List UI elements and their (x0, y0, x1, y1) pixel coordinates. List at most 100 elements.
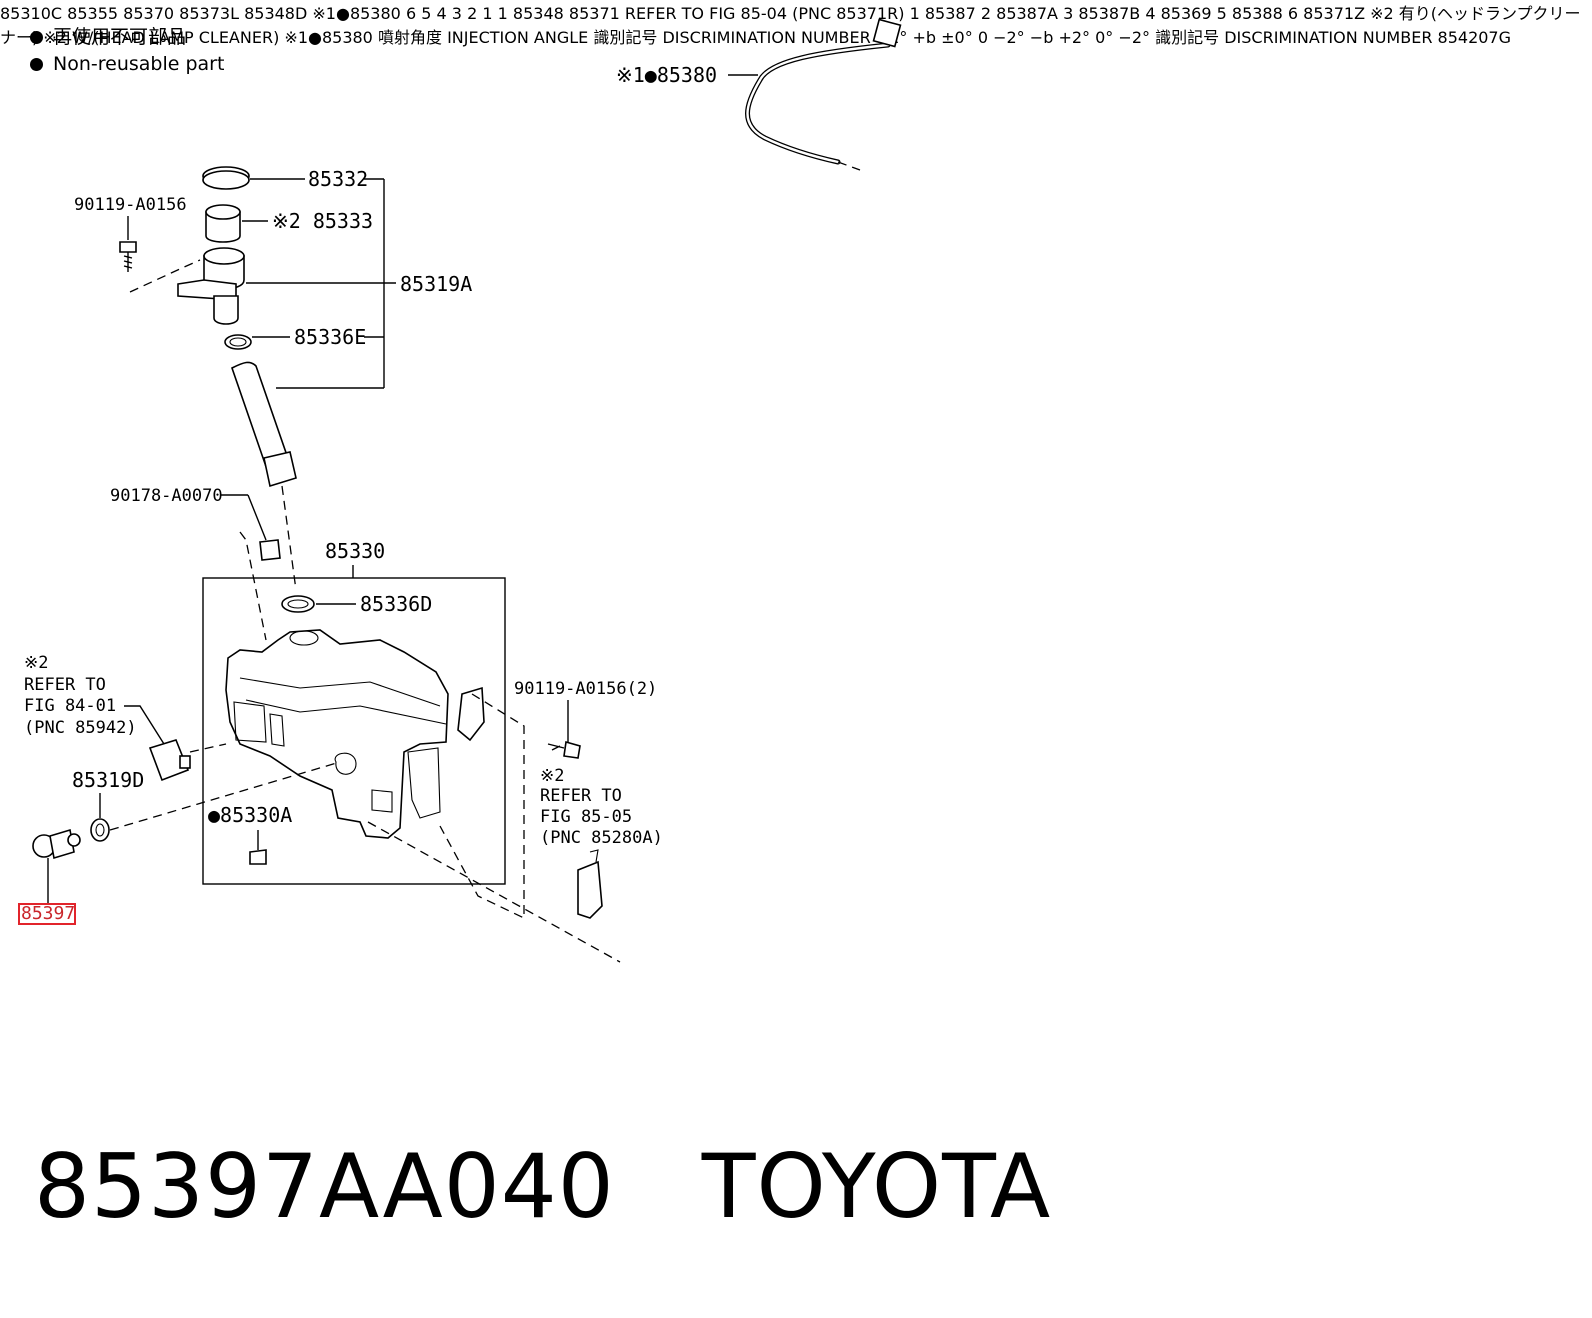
callout-1b: 1 (497, 4, 508, 23)
strainer-85333 (205, 204, 241, 243)
legend: 再使用不可部品 Non-reusable part (30, 24, 224, 78)
label-90119-a: 90119-A0156 (74, 195, 187, 215)
row3-code: −b (1029, 28, 1054, 47)
ref1-fig[interactable]: FIG 84-01 (24, 696, 116, 716)
callout-6: 6 (405, 4, 417, 23)
variant-2: 2 85387A (980, 4, 1058, 23)
label-85387: 85387 (924, 4, 976, 23)
label-85380-top: ※1●85380 (616, 63, 717, 87)
grommet-85319D (90, 818, 110, 842)
callout-4: 4 (436, 4, 447, 23)
part-85397-image (32, 828, 81, 860)
pump-bracket (577, 849, 603, 919)
filler-neck-85319A (177, 247, 245, 325)
angle-zero-label: 0° (1095, 28, 1114, 47)
label-85333: ※2 85333 (272, 209, 373, 233)
variant-5: 5 85388 (1216, 4, 1283, 23)
variant-3: 3 85387B (1063, 4, 1141, 23)
col-angle-en: INJECTION (447, 28, 529, 47)
label-90119-b: 90119-A0156(2) (514, 679, 657, 699)
label-85319A: 85319A (400, 272, 472, 296)
part-number: 85397AA040 (34, 1135, 615, 1238)
angle-plus-label: +2° (1058, 28, 1091, 47)
figure-code: 854207G (1437, 28, 1512, 47)
label-85371: 85371 (568, 4, 620, 23)
part-title: 85397AA040 TOYOTA (34, 1135, 1051, 1238)
col-code-en-2: NUMBER (801, 28, 871, 47)
note-jp: ※2 有り(ヘッドランプクリーナー) (0, 4, 1581, 47)
row3-angle: −2° (993, 28, 1025, 47)
bullet-icon (30, 31, 43, 44)
label-85370: 85370 (123, 4, 175, 23)
callout-5: 5 (421, 4, 432, 23)
ref2-pnc[interactable]: (PNC 85280A) (540, 828, 663, 848)
ref1-pnc[interactable]: (PNC 85942) (24, 718, 137, 738)
ref2-mark: ※2 (540, 766, 564, 786)
label-85330: 85330 (325, 539, 385, 563)
label-85348D: 85348D (244, 4, 308, 23)
washer-tank-85330 (225, 629, 485, 839)
seal-85336D (281, 595, 315, 613)
bolt-90119-b (547, 740, 581, 759)
ref2-refer[interactable]: REFER TO (540, 786, 622, 806)
ref3-refer[interactable]: REFER TO (624, 4, 705, 23)
label-85373L: 85373L (179, 4, 239, 23)
bullet-icon (30, 58, 43, 71)
reservoir-cap-85332 (202, 166, 250, 190)
variant-4: 4 85369 (1145, 4, 1212, 23)
nozzle-spec-table: ※1●85380 噴射角度 INJECTION ANGLE 識別記号 DISCR… (284, 28, 1437, 47)
ref2-fig[interactable]: FIG 85-05 (540, 807, 632, 827)
highlight-85397[interactable] (18, 903, 76, 925)
label-85310C: 85310C (0, 4, 63, 23)
col-angle-jp: 噴射角度 (377, 28, 442, 47)
table-title: ※1●85380 (284, 28, 373, 47)
note-en: ※2 W/(HEAD LAMP CLEANER) (43, 28, 280, 47)
callout-3: 3 (451, 4, 462, 23)
label-85319D: 85319D (72, 768, 144, 792)
bolt-90119-a (119, 216, 137, 272)
label-85355: 85355 (67, 4, 119, 23)
row1-code: +b (912, 28, 937, 47)
ref3-pnc[interactable]: (PNC 85371R) (792, 4, 905, 23)
callout-2: 2 (467, 4, 478, 23)
row2-code: 0 (977, 28, 988, 47)
tank-frame (202, 577, 506, 885)
o-ring-85336E (224, 334, 252, 350)
row2-angle: ±0° (941, 28, 973, 47)
label-85330A: ●85330A (208, 803, 292, 827)
label-85336E: 85336E (294, 325, 366, 349)
variant-6: 6 85371Z (1287, 4, 1366, 23)
label-85380-mid: ※1●85380 (312, 4, 401, 23)
label-85332: 85332 (308, 167, 368, 191)
label-85371Z: 85371Z (1303, 4, 1366, 23)
label-85388: 85388 (1231, 4, 1283, 23)
col-code-en: DISCRIMINATION (662, 28, 796, 47)
ref1-mark: ※2 (24, 653, 48, 673)
variant-1: 1 85387 (909, 4, 976, 23)
label-90178: 90178-A0070 (110, 486, 223, 506)
legend-row-en: Non-reusable part (30, 51, 224, 78)
col-code-jp: 識別記号 (593, 28, 658, 47)
label-85397[interactable]: 85397 (21, 903, 76, 924)
ref1-refer[interactable]: REFER TO (24, 675, 106, 695)
mark-en-2: NUMBER (1362, 28, 1433, 47)
label-85387B: 85387B (1078, 4, 1141, 23)
hose-85380-top (745, 18, 902, 171)
mark-en: DISCRIMINATION (1224, 28, 1358, 47)
ref3-fig[interactable]: FIG 85-04 (709, 4, 788, 23)
level-sensor (148, 739, 191, 782)
legend-row-jp: 再使用不可部品 (30, 24, 224, 51)
angle-minus-label: −2° (1118, 28, 1150, 47)
filler-pipe (231, 361, 297, 488)
col-angle-en-2: ANGLE (533, 28, 589, 47)
callout-1a: 1 (482, 4, 493, 23)
label-85369: 85369 (1160, 4, 1212, 23)
brand-name: TOYOTA (701, 1135, 1052, 1238)
mark-jp: 識別記号 (1155, 28, 1220, 47)
label-85336D: 85336D (360, 592, 432, 616)
label-85387A: 85387A (996, 4, 1058, 23)
grommet-90178 (259, 539, 281, 561)
label-85348: 85348 (512, 4, 564, 23)
grommet-85330A (249, 849, 267, 865)
